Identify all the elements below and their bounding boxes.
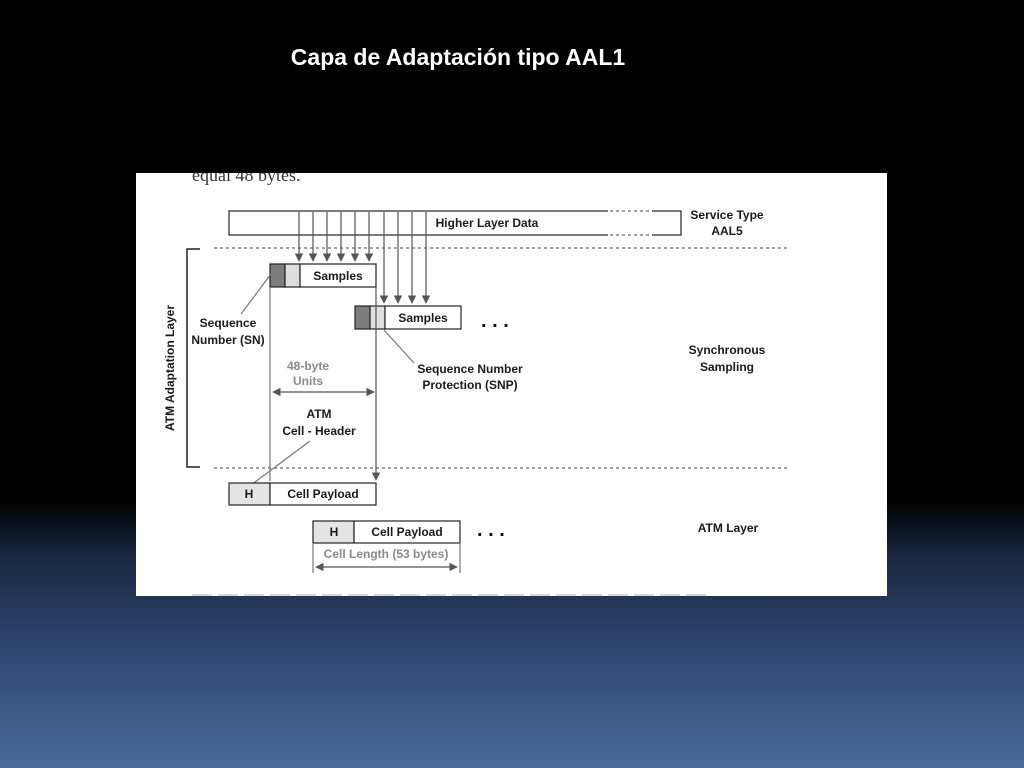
snp-label-1: Sequence Number — [417, 362, 523, 376]
atm-cell-header-label-1: ATM — [306, 407, 331, 421]
atm-adaptation-layer-label: ATM Adaptation Layer — [163, 305, 177, 431]
aal1-diagram: equal 48 bytes. Higher Layer Data Servic… — [136, 173, 887, 596]
samples-block-2: Samples — [354, 305, 462, 330]
cell-length-label: Cell Length (53 bytes) — [324, 547, 449, 561]
synchronous-sampling-label-2: Sampling — [700, 360, 754, 374]
slide-title: Capa de Adaptación tipo AAL1 — [290, 44, 626, 70]
service-type-label: Service Type — [690, 208, 763, 222]
atm-cell-header-label-2: Cell - Header — [282, 424, 356, 438]
atm-cell-2: H Cell Payload — [312, 520, 461, 544]
samples-1-label: Samples — [313, 269, 363, 283]
cell-1-payload-label: Cell Payload — [287, 487, 358, 501]
arrows-to-samples-1 — [294, 212, 374, 262]
higher-layer-data-label: Higher Layer Data — [436, 216, 539, 230]
samples-block-1: Samples — [269, 263, 377, 288]
service-type-value: AAL5 — [711, 224, 743, 238]
samples-2-label: Samples — [398, 311, 448, 325]
sequence-number-label-1: Sequence — [200, 316, 257, 330]
atm-layer-label: ATM Layer — [698, 521, 759, 535]
arrows-to-samples-2 — [379, 212, 431, 304]
snp-label-2: Protection (SNP) — [422, 378, 517, 392]
cell-1-header-label: H — [245, 487, 254, 501]
byte-units-label-2: Units — [293, 374, 323, 388]
sn-pointer-line — [240, 273, 272, 315]
ellipsis-2: . . . — [477, 519, 505, 541]
sn-field-2 — [354, 305, 371, 330]
cell-2-payload-label: Cell Payload — [371, 525, 442, 539]
snp-field-1 — [284, 263, 301, 288]
top-cut-text: equal 48 bytes. — [192, 173, 300, 185]
adaptation-layer-bracket — [186, 248, 200, 468]
cell-2-header-label: H — [330, 525, 339, 539]
ellipsis-1: . . . — [481, 310, 509, 332]
atm-cell-1: H Cell Payload — [228, 482, 377, 506]
snp-pointer-line — [383, 329, 415, 364]
synchronous-sampling-label-1: Synchronous — [689, 343, 766, 357]
byte-units-label-1: 48-byte — [287, 359, 329, 373]
snp-field-2 — [369, 305, 386, 330]
sn-field-1 — [269, 263, 286, 288]
higher-layer-data-bar: Higher Layer Data — [228, 210, 682, 236]
header-pointer-line — [250, 440, 311, 486]
sequence-number-label-2: Number (SN) — [191, 333, 264, 347]
